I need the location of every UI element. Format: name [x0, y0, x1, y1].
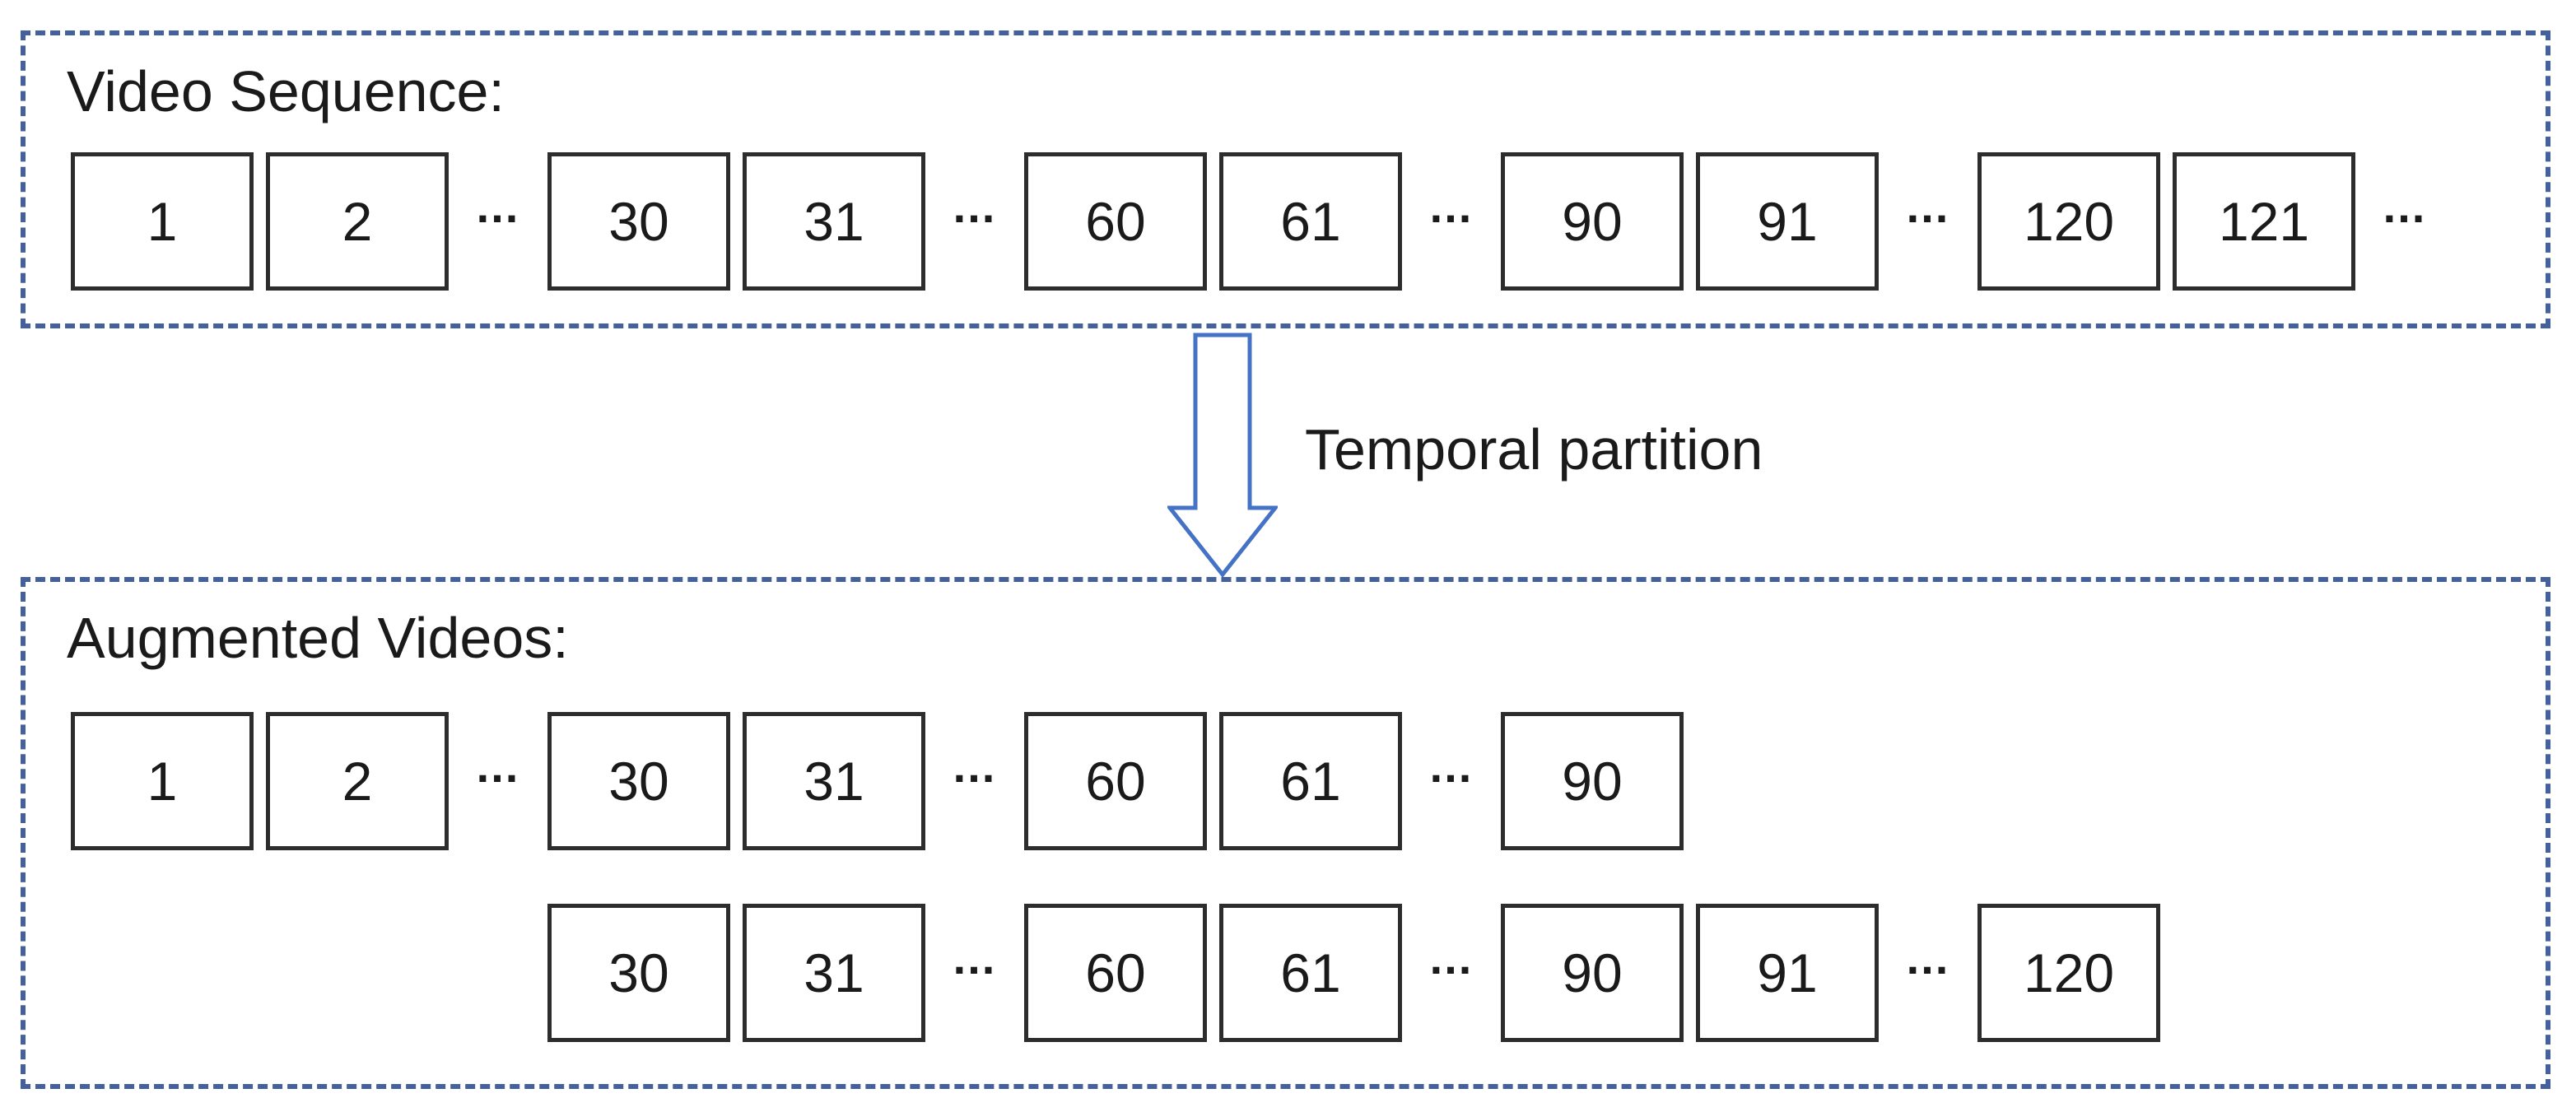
augmented-videos-label: Augmented Videos:	[67, 606, 569, 670]
frame-box: 2	[266, 152, 449, 291]
temporal-partition-arrow-icon	[1167, 333, 1278, 578]
frame-box: 60	[1024, 904, 1207, 1042]
ellipsis: ...	[1429, 179, 1474, 232]
frame-box: 90	[1501, 712, 1684, 850]
frame-box: 31	[743, 712, 925, 850]
frame-box: 61	[1219, 152, 1402, 291]
frame-box: 120	[1977, 152, 2160, 291]
frame-box: 30	[547, 152, 730, 291]
frame-box: 60	[1024, 152, 1207, 291]
ellipsis: ...	[476, 179, 520, 232]
frame-box: 61	[1219, 904, 1402, 1042]
ellipsis: ...	[953, 739, 997, 792]
video-sequence-label: Video Sequence:	[67, 59, 505, 123]
ellipsis: ...	[953, 179, 997, 232]
frame-box: 1	[71, 152, 254, 291]
frame-box: 91	[1696, 152, 1879, 291]
frame-box: 60	[1024, 712, 1207, 850]
frame-box: 1	[71, 712, 254, 850]
frame-box: 121	[2173, 152, 2355, 291]
ellipsis: ...	[1906, 179, 1950, 232]
frame-box: 31	[743, 904, 925, 1042]
frame-box: 31	[743, 152, 925, 291]
ellipsis: ...	[953, 931, 997, 984]
frame-box: 90	[1501, 152, 1684, 291]
ellipsis: ...	[1429, 739, 1474, 792]
ellipsis: ...	[1906, 931, 1950, 984]
frame-box: 30	[547, 904, 730, 1042]
frame-box: 120	[1977, 904, 2160, 1042]
frame-box: 91	[1696, 904, 1879, 1042]
frame-box: 61	[1219, 712, 1402, 850]
frame-box: 90	[1501, 904, 1684, 1042]
frame-box: 2	[266, 712, 449, 850]
ellipsis: ...	[2383, 179, 2427, 232]
ellipsis: ...	[476, 739, 520, 792]
temporal-partition-label: Temporal partition	[1305, 417, 1763, 482]
ellipsis: ...	[1429, 931, 1474, 984]
frame-box: 30	[547, 712, 730, 850]
